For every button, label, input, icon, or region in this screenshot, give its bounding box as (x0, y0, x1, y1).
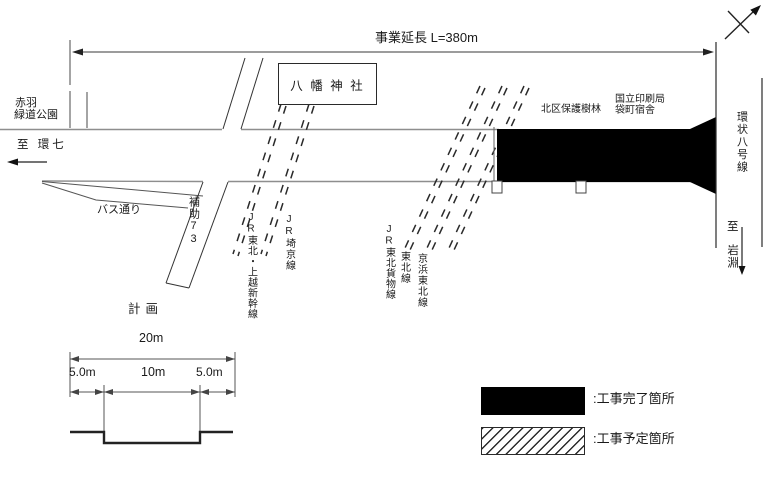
printing-bureau-label-line2: 袋町宿舎 (615, 105, 655, 116)
cross-section-dimension-arrows (70, 356, 235, 395)
park-name-line2: 緑道公園 (14, 109, 58, 121)
shrine-box: 八 幡 神 社 (278, 63, 377, 105)
legend-planned-swatch (481, 427, 585, 455)
dimension-arrow-left (72, 48, 83, 56)
railway-label-tohoku: 東北線 (398, 251, 410, 284)
bus-street-label: バス通り (97, 204, 141, 216)
printing-bureau-label-line1: 国立印刷局 (615, 94, 665, 105)
to-kannana-arrow (7, 158, 47, 166)
cross-section-right-width: 5.0m (196, 365, 223, 379)
to-kannana-label: 至 環七 (17, 139, 67, 151)
roadside-structure-1 (491, 180, 503, 194)
to-iwabuchi-name: 岩淵 (726, 244, 739, 269)
hojo73-label: 補助73 (187, 196, 200, 246)
track-keihin-tohoku-line (448, 85, 530, 251)
dimension-arrow-right (703, 48, 714, 56)
cross-section-left-width: 5.0m (69, 365, 96, 379)
cross-section-title: 計画 (128, 302, 164, 316)
project-length-label: 事業延長 L=380m (375, 30, 478, 45)
railway-label-keihin-tohoku: 京浜東北線 (415, 253, 427, 308)
legend-planned-label: :工事予定箇所 (593, 431, 675, 446)
protected-forest-label: 北区保護樹林 (541, 104, 601, 115)
cross-section-dimensions (69, 352, 236, 432)
to-iwabuchi-prefix: 至 (727, 221, 739, 233)
to-iwabuchi-arrow (738, 227, 746, 275)
north-arrow-icon (724, 5, 761, 40)
completed-section-shape (497, 117, 716, 194)
cross-section-total-width: 20m (139, 331, 164, 345)
bus-street-road (41, 181, 204, 209)
railway-tracks (232, 85, 530, 257)
railway-label-freight: JR東北貨物線 (383, 224, 395, 300)
park-name-line1: 赤羽 (15, 97, 37, 109)
dimension-ticks (69, 40, 88, 128)
cross-section-profile (70, 430, 233, 445)
cross-section-center-width: 10m (141, 365, 166, 379)
track-jr-tohoku-freight (404, 85, 486, 251)
track-jr-tohoku-joetsu-shinkansen (232, 103, 287, 257)
railway-label-saikyo: JR埼京線 (283, 214, 295, 271)
legend-completed-label: :工事完了箇所 (593, 391, 675, 406)
hojo73-road (165, 57, 264, 289)
kanjo8-road (715, 42, 763, 248)
kanjo8-label: 環状八号線 (735, 111, 748, 174)
roadside-structure-2 (575, 180, 587, 194)
legend-completed-swatch (481, 387, 585, 415)
railway-label-shinkansen: JR東北・上越新幹線 (245, 212, 257, 319)
track-tohoku-line (426, 85, 508, 251)
shrine-label: 八 幡 神 社 (290, 78, 365, 93)
